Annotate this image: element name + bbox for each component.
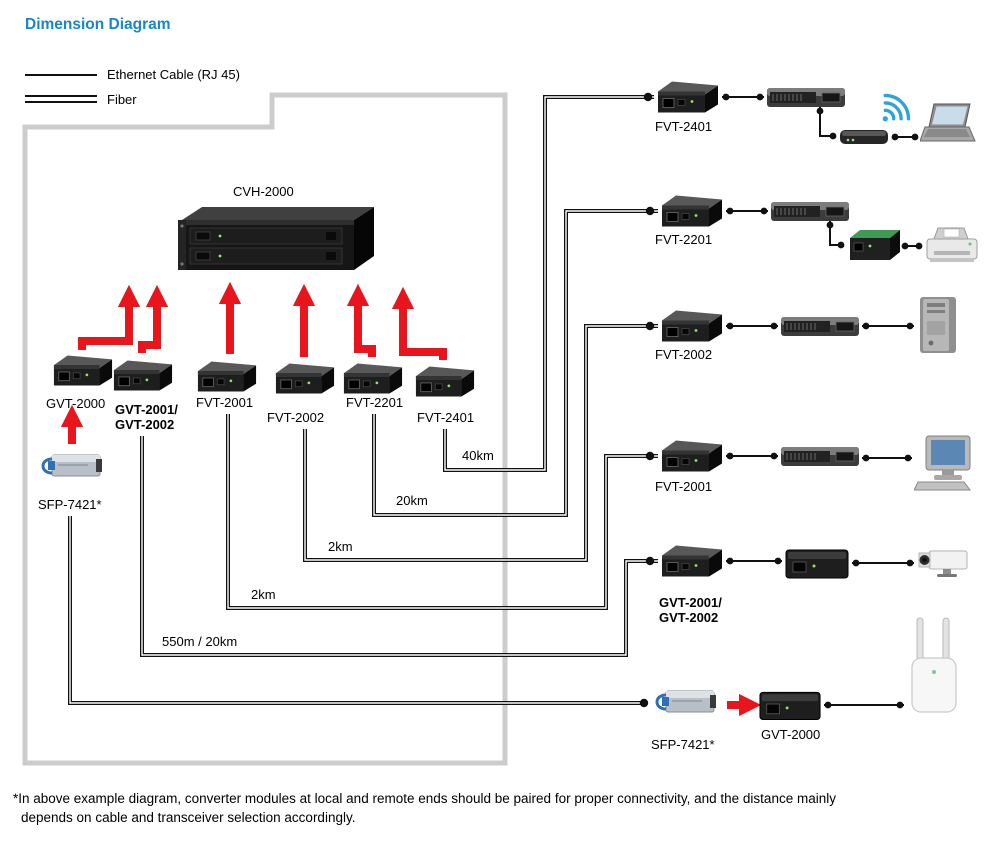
ethernet-row2-b [829, 221, 844, 246]
fiber-run-sfp7421 [68, 516, 646, 705]
gvt-2000-remote-image [758, 686, 822, 724]
arrow-fvt2401-to-chassis [391, 286, 447, 360]
sfp-7421-remote-image [650, 682, 718, 722]
distance-label-550m-20km: 550m / 20km [162, 634, 238, 649]
distance-label-20km: 20km [396, 493, 428, 508]
fiber-run-fvt2001 [226, 414, 658, 610]
fvt-2201-local-label: FVT-2201 [346, 395, 404, 410]
legend-fiber-line-sample [25, 95, 97, 103]
fvt-2201-remote-label: FVT-2201 [655, 232, 713, 247]
fiber-run-gvt2001 [140, 436, 658, 657]
distance-label-2km-b: 2km [251, 587, 276, 602]
gvt-2001-remote-label: GVT-2001/ GVT-2002 [659, 595, 722, 625]
security-camera-image [916, 544, 970, 580]
gvt-2000-local-image [52, 352, 114, 388]
fvt-2002-local-image [274, 360, 336, 396]
desktop-computer-image [914, 434, 978, 492]
laptop-image [920, 102, 976, 146]
gvt-2000-remote-label: GVT-2000 [761, 727, 821, 742]
page-title: Dimension Diagram [25, 16, 171, 33]
legend-fiber-label: Fiber [107, 92, 137, 107]
footnote: *In above example diagram, converter mod… [13, 789, 991, 827]
ethernet-lines [722, 96, 922, 706]
legend-ethernet-line-sample [25, 74, 97, 76]
sfp-7421-local-label: SFP-7421* [38, 497, 102, 512]
industrial-device-image [846, 228, 902, 262]
switch-row1-image [766, 84, 846, 110]
fvt-2001-local-image [196, 358, 258, 394]
fvt-2201-local-image [342, 360, 404, 396]
fvt-2201-remote-image [660, 192, 724, 229]
gvt-2001-remote-label-line1: GVT-2001/ [659, 595, 722, 610]
ethernet-row1-b [819, 107, 836, 137]
fvt-2001-local-label: FVT-2001 [196, 395, 254, 410]
access-point-image [906, 616, 962, 716]
wireless-router-image [838, 121, 890, 149]
fvt-2002-remote-label: FVT-2002 [655, 347, 713, 362]
sfp-7421-remote-label: SFP-7421* [651, 737, 715, 752]
fvt-2001-remote-image [660, 437, 724, 474]
cvh-2000-label: CVH-2000 [233, 184, 294, 199]
arrow-fvt2201-to-chassis [346, 283, 376, 357]
gvt-2001-remote-label-line2: GVT-2002 [659, 610, 719, 625]
gvt-2000-local-label: GVT-2000 [46, 396, 106, 411]
gvt-2001-local-label-line2: GVT-2002 [115, 417, 175, 432]
switch-row3-image [780, 313, 860, 339]
fvt-2401-local-image [414, 363, 476, 399]
arrow-gvt2000-to-chassis [78, 284, 141, 350]
fvt-2001-remote-label: FVT-2001 [655, 479, 713, 494]
footnote-line2: depends on cable and transceiver selecti… [21, 810, 356, 825]
fiber-run-fvt2401 [443, 95, 654, 472]
distance-label-40km: 40km [462, 448, 494, 463]
fvt-2401-local-label: FVT-2401 [417, 410, 475, 425]
arrow-gvt2001-to-chassis [138, 284, 169, 353]
footnote-line1: *In above example diagram, converter mod… [13, 791, 836, 806]
fvt-2401-remote-image [656, 78, 720, 115]
switch-row2-image [770, 198, 850, 224]
switch-row4-image [780, 443, 860, 469]
fvt-2002-remote-image [660, 307, 724, 344]
fvt-2002-local-label: FVT-2002 [267, 410, 325, 425]
gvt-2001-local-label-line1: GVT-2001/ [115, 402, 178, 417]
legend-ethernet-label: Ethernet Cable (RJ 45) [107, 67, 240, 82]
desktop-tower-image [916, 295, 960, 355]
distance-label-2km-a: 2km [328, 539, 353, 554]
gvt-2001-local-label: GVT-2001/ GVT-2002 [115, 402, 178, 432]
gvt-2001-remote-image [660, 542, 724, 579]
gvt-2001-local-image [112, 357, 174, 393]
wifi-signal-icon [880, 86, 918, 124]
printer-image [924, 226, 980, 266]
sfp-7421-local-image [36, 446, 104, 486]
fvt-2401-remote-label: FVT-2401 [655, 119, 713, 134]
cvh-2000-chassis-image [176, 204, 376, 272]
device-box-row5-image [784, 545, 850, 581]
